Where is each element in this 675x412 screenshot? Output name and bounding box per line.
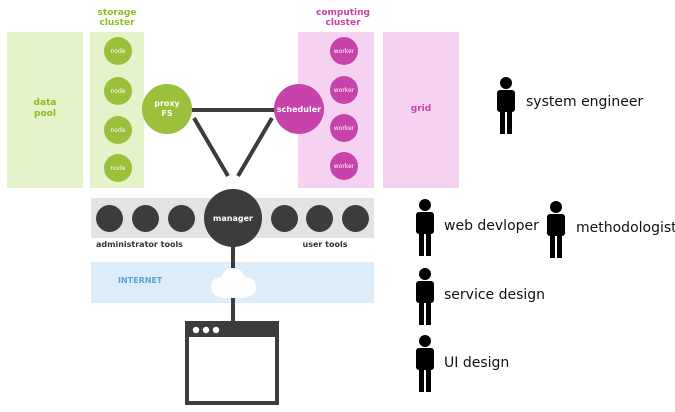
scheduler-node: scheduler <box>274 84 324 134</box>
grid-label: grid <box>410 104 432 114</box>
computing-cluster-label: computing cluster <box>316 8 370 28</box>
person-icon <box>547 201 565 258</box>
worker-label: worker <box>333 162 355 170</box>
node-label: node <box>110 126 126 134</box>
storage-node: node <box>104 77 132 105</box>
data-pool-label: data pool <box>33 98 57 119</box>
administrator-tools-label: administrator tools <box>96 240 183 249</box>
person-icon <box>416 199 434 256</box>
cloud-icon <box>211 268 256 298</box>
node-label: node <box>110 87 126 95</box>
user-tool-node <box>342 205 369 232</box>
storage-node: node <box>104 116 132 144</box>
worker-node: worker <box>330 37 358 65</box>
manager-label: manager <box>213 213 253 223</box>
worker-node: worker <box>330 76 358 104</box>
worker-label: worker <box>333 47 355 55</box>
proxy-fs-node: proxy FS <box>142 84 192 134</box>
user-tools-label: user tools <box>302 240 348 249</box>
service-design-label: service design <box>444 287 546 303</box>
data-pool-panel <box>7 32 83 188</box>
storage-cluster-label: storage cluster <box>97 8 137 28</box>
methodologist-label: methodologist <box>576 220 675 236</box>
admin-tool-node <box>96 205 123 232</box>
node-label: node <box>110 47 126 55</box>
user-tool-node <box>306 205 333 232</box>
storage-node: node <box>104 154 132 182</box>
worker-label: worker <box>333 86 355 94</box>
manager-node: manager <box>204 189 262 247</box>
admin-tool-node <box>132 205 159 232</box>
grid-panel <box>383 32 459 188</box>
node-label: node <box>110 164 126 172</box>
worker-node: worker <box>330 152 358 180</box>
proxy-manager-line <box>192 116 230 178</box>
worker-node: worker <box>330 114 358 142</box>
admin-tool-node <box>168 205 195 232</box>
proxy-fs-label: proxy FS <box>154 99 180 118</box>
person-icon <box>497 77 515 134</box>
ui-design-label: UI design <box>444 355 510 371</box>
storage-node: node <box>104 37 132 65</box>
browser-window-icon <box>185 321 279 405</box>
internet-label: INTERNET <box>118 276 163 285</box>
web-developer-label: web devloper <box>444 218 539 234</box>
system-engineer-label: system engineer <box>526 94 644 110</box>
worker-label: worker <box>333 124 355 132</box>
scheduler-manager-line <box>236 116 274 178</box>
person-icon <box>416 268 434 325</box>
scheduler-label: scheduler <box>276 104 322 114</box>
user-tool-node <box>271 205 298 232</box>
person-icon <box>416 335 434 392</box>
